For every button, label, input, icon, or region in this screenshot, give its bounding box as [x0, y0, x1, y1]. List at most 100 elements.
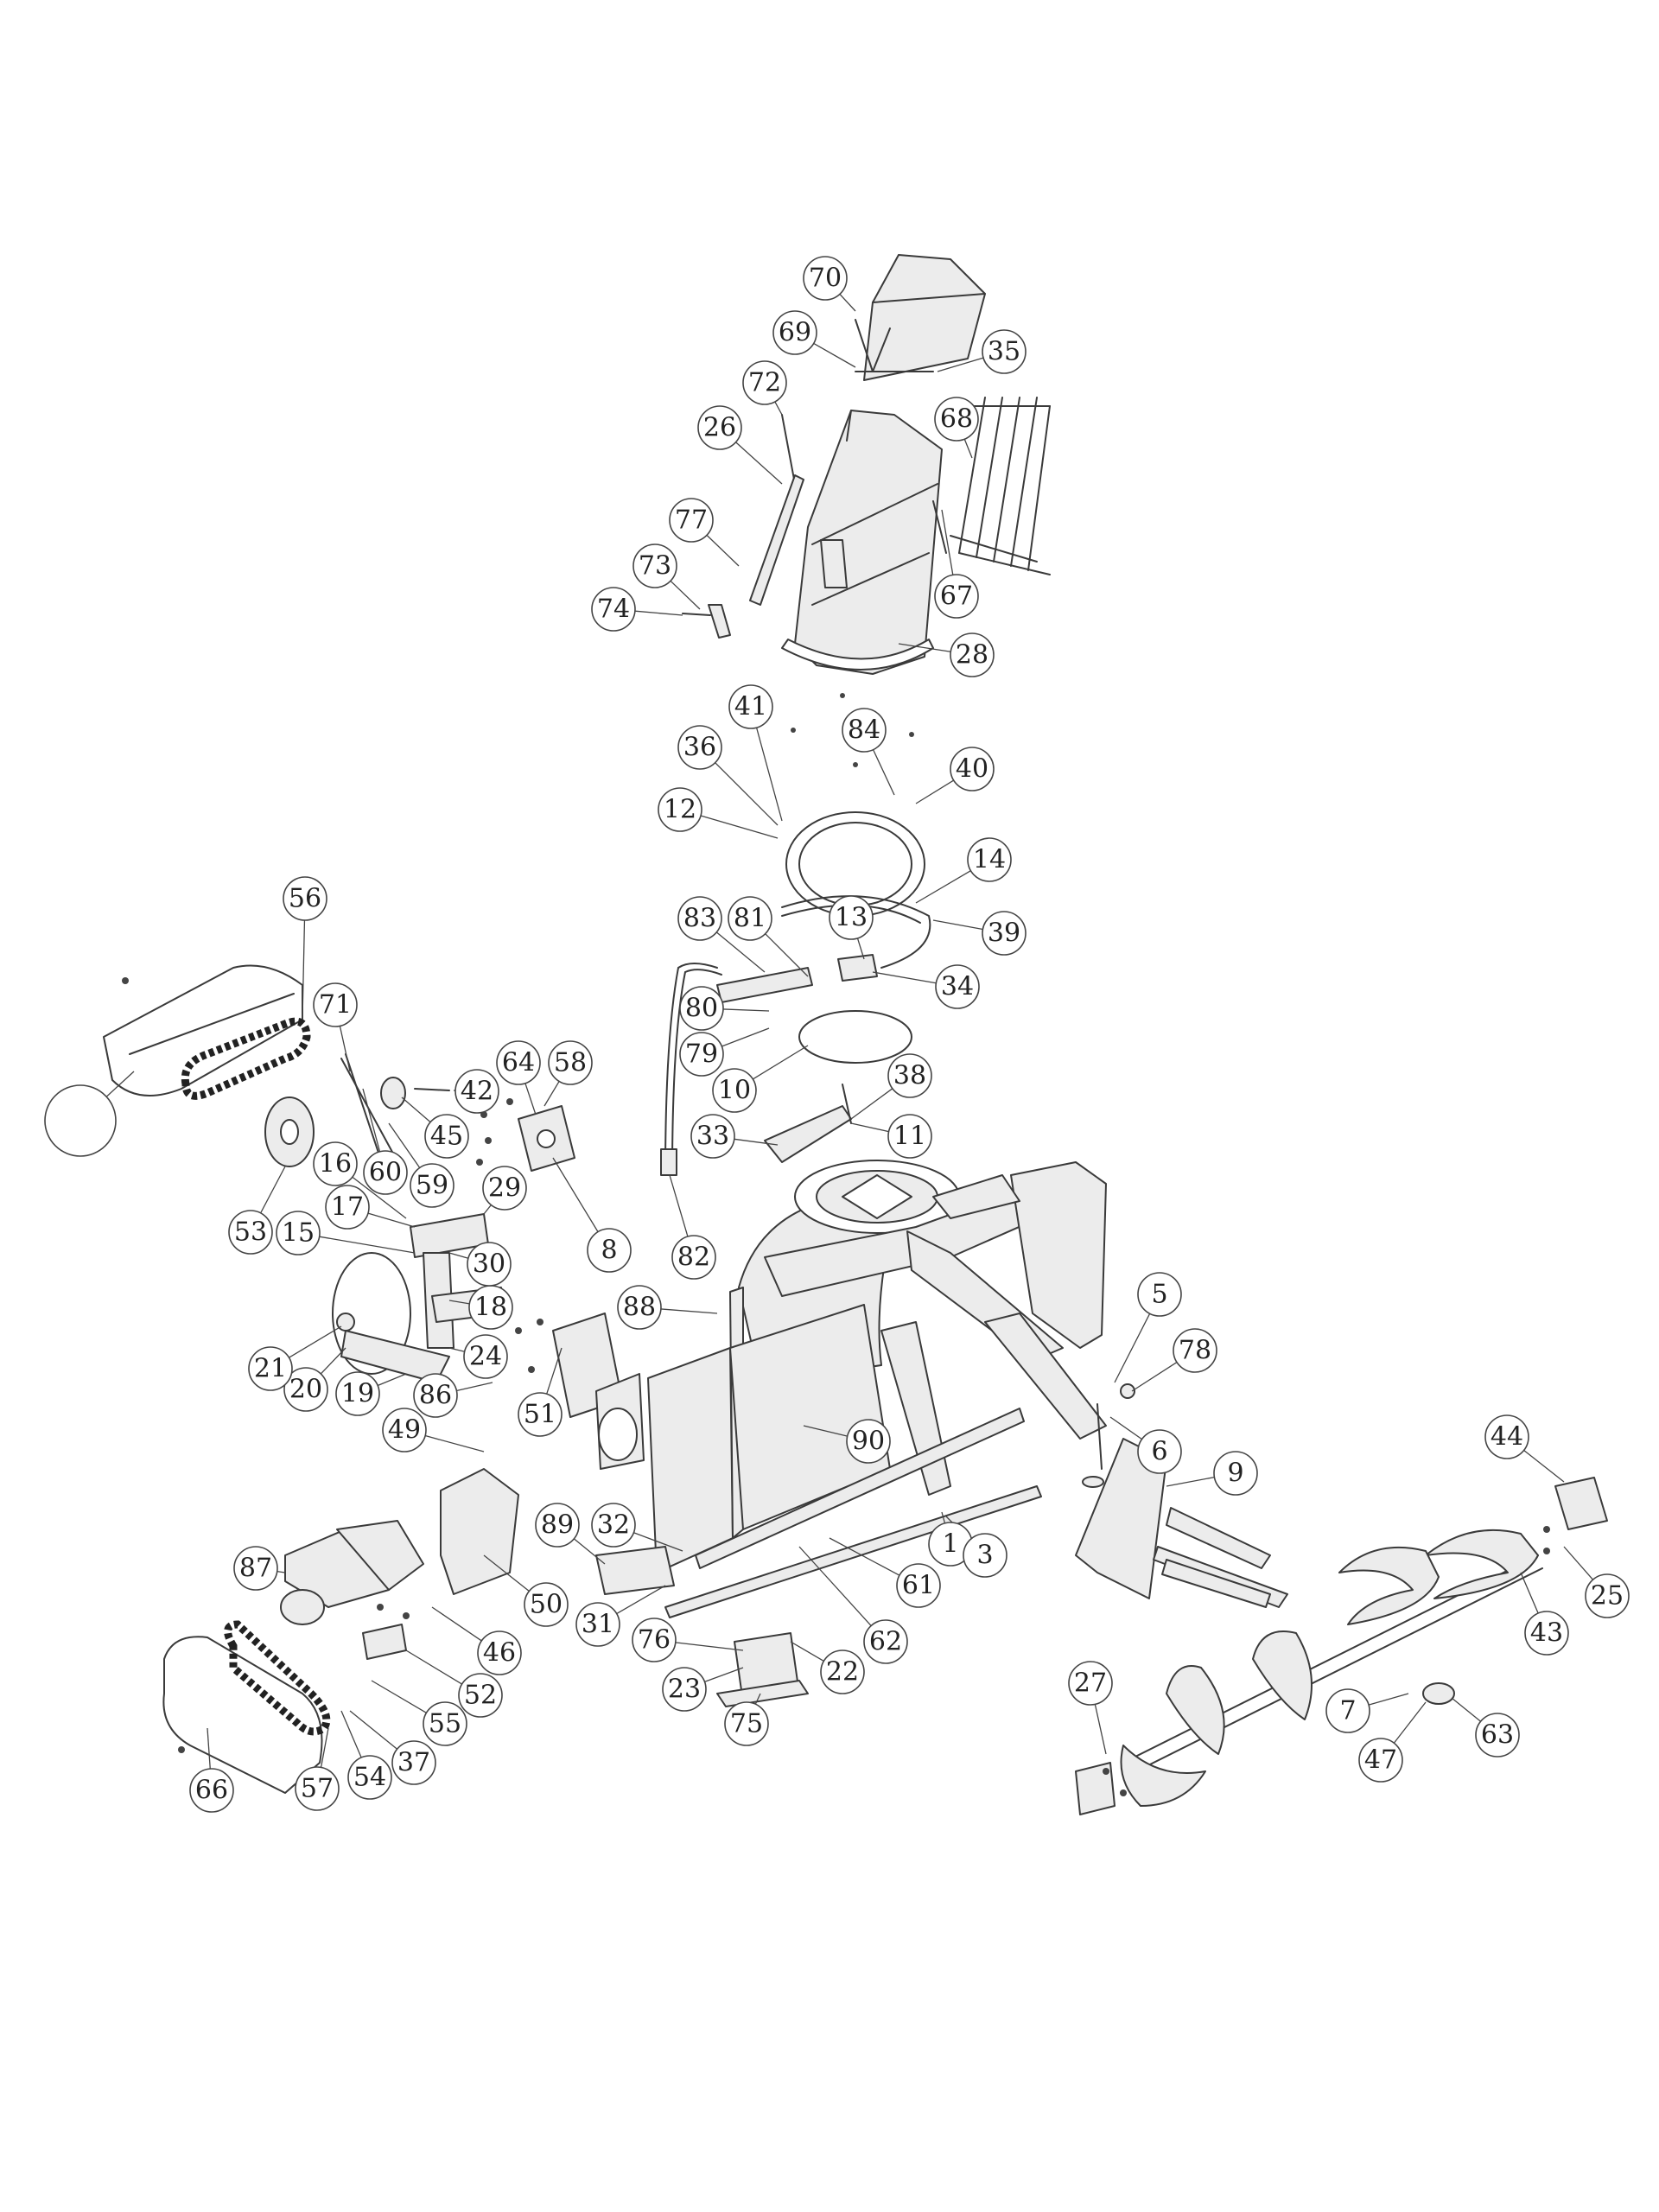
callout-number: 86: [419, 1381, 452, 1411]
callout-36: 36: [677, 725, 722, 770]
callout-45: 45: [424, 1114, 469, 1159]
callout-43: 43: [1524, 1611, 1569, 1656]
callout-70: 70: [803, 256, 848, 301]
leader-line-60: [362, 1088, 381, 1153]
leader-line-12: [700, 815, 779, 839]
leader-line-7: [1368, 1693, 1409, 1706]
leader-line-34: [872, 971, 937, 984]
main-housing: [647, 1160, 1107, 1618]
leader-line-50: [483, 1554, 530, 1592]
leader-line-86: [456, 1382, 493, 1392]
leader-line-59: [388, 1122, 421, 1168]
callout-circle: [842, 708, 887, 753]
leader-line-64: [524, 1083, 537, 1116]
callout-circle: [712, 1068, 757, 1113]
callout-number: 24: [469, 1342, 502, 1372]
callout-27: 27: [1068, 1661, 1113, 1706]
callout-number: 64: [502, 1048, 535, 1078]
callout-number: 30: [473, 1249, 505, 1280]
callout-circle: [820, 1649, 865, 1694]
callout-circle: [463, 1334, 508, 1379]
callout-number: 33: [696, 1122, 729, 1152]
leader-line-11: [850, 1122, 889, 1133]
leader-line-25: [1563, 1546, 1594, 1580]
leader-line-44: [1523, 1449, 1565, 1483]
auger: [1075, 1477, 1608, 1815]
callout-number: 28: [956, 640, 988, 671]
chute-crank-bracket: [764, 1084, 852, 1163]
callout-circle: [742, 360, 787, 405]
callout-circle: [1585, 1573, 1630, 1618]
chute-control-rod: [682, 414, 804, 639]
callout-circle: [313, 1141, 358, 1186]
callout-77: 77: [669, 498, 714, 543]
callout-number: 88: [623, 1293, 656, 1323]
callout-26: 26: [697, 405, 742, 450]
callout-number: 21: [254, 1354, 287, 1384]
callout-number: 1: [942, 1529, 958, 1560]
callout-circle: [728, 896, 772, 941]
leader-line-19: [377, 1373, 407, 1387]
callout-circle: [887, 1053, 932, 1098]
callout-76: 76: [632, 1618, 677, 1662]
callout-circle: [887, 1114, 932, 1159]
leader-line-84: [872, 749, 895, 796]
callout-73: 73: [632, 543, 677, 588]
callout-circle: [896, 1563, 941, 1608]
callout-circle: [963, 1533, 1007, 1578]
callout-51: 51: [518, 1392, 563, 1437]
callout-circle: [423, 1701, 467, 1746]
callout-circle: [283, 1367, 328, 1412]
callout-10: 10: [712, 1068, 757, 1113]
callout-number: 57: [301, 1774, 334, 1804]
callout-49: 49: [382, 1408, 427, 1452]
callout-circle: [575, 1602, 620, 1647]
callout-number: 11: [893, 1122, 926, 1152]
leader-line-46: [431, 1606, 482, 1642]
leader-line-39: [932, 919, 983, 931]
lower-mount-bracket: [595, 1546, 675, 1595]
leader-line-80: [722, 1008, 770, 1012]
callout-circle: [496, 1040, 541, 1085]
callout-circle: [617, 1285, 662, 1330]
callout-6: 6: [1137, 1429, 1182, 1474]
callout-34: 34: [935, 964, 980, 1009]
callout-88: 88: [617, 1285, 662, 1330]
callout-63: 63: [1475, 1713, 1520, 1758]
callout-64: 64: [496, 1040, 541, 1085]
callout-57: 57: [295, 1766, 340, 1811]
callout-44: 44: [1484, 1414, 1529, 1459]
callout-79: 79: [679, 1032, 724, 1077]
callout-84: 84: [842, 708, 887, 753]
callout-number: 60: [369, 1158, 402, 1188]
side-bracket: [552, 1313, 645, 1470]
callout-13: 13: [829, 895, 874, 940]
callout-54: 54: [347, 1755, 392, 1800]
callout-22: 22: [820, 1649, 865, 1694]
callout-number: 10: [718, 1076, 751, 1106]
callout-30: 30: [467, 1242, 512, 1287]
callout-number: 50: [530, 1590, 563, 1620]
part-drawings: [103, 254, 1608, 1815]
callout-number: 45: [430, 1122, 463, 1152]
fasteners: [122, 693, 1550, 1796]
leader-line-36: [715, 762, 779, 826]
callout-number: 22: [826, 1657, 859, 1688]
callout-circle: [524, 1582, 569, 1627]
callout-circle: [454, 1069, 499, 1114]
callout-25: 25: [1585, 1573, 1630, 1618]
leader-line-16: [352, 1176, 407, 1219]
callout-number: 5: [1151, 1280, 1167, 1310]
callout-number: 43: [1530, 1618, 1563, 1649]
deflector-hood: [855, 254, 986, 381]
callout-number: 89: [541, 1510, 574, 1541]
leader-line-32: [633, 1532, 683, 1552]
callout-number: 53: [234, 1217, 267, 1248]
callout-circle: [1173, 1328, 1217, 1373]
callout-circle: [982, 329, 1027, 374]
callout-circle: [382, 1408, 427, 1452]
callout-circle: [632, 1618, 677, 1662]
leader-line-30: [448, 1252, 469, 1259]
callout-circle: [690, 1114, 735, 1159]
